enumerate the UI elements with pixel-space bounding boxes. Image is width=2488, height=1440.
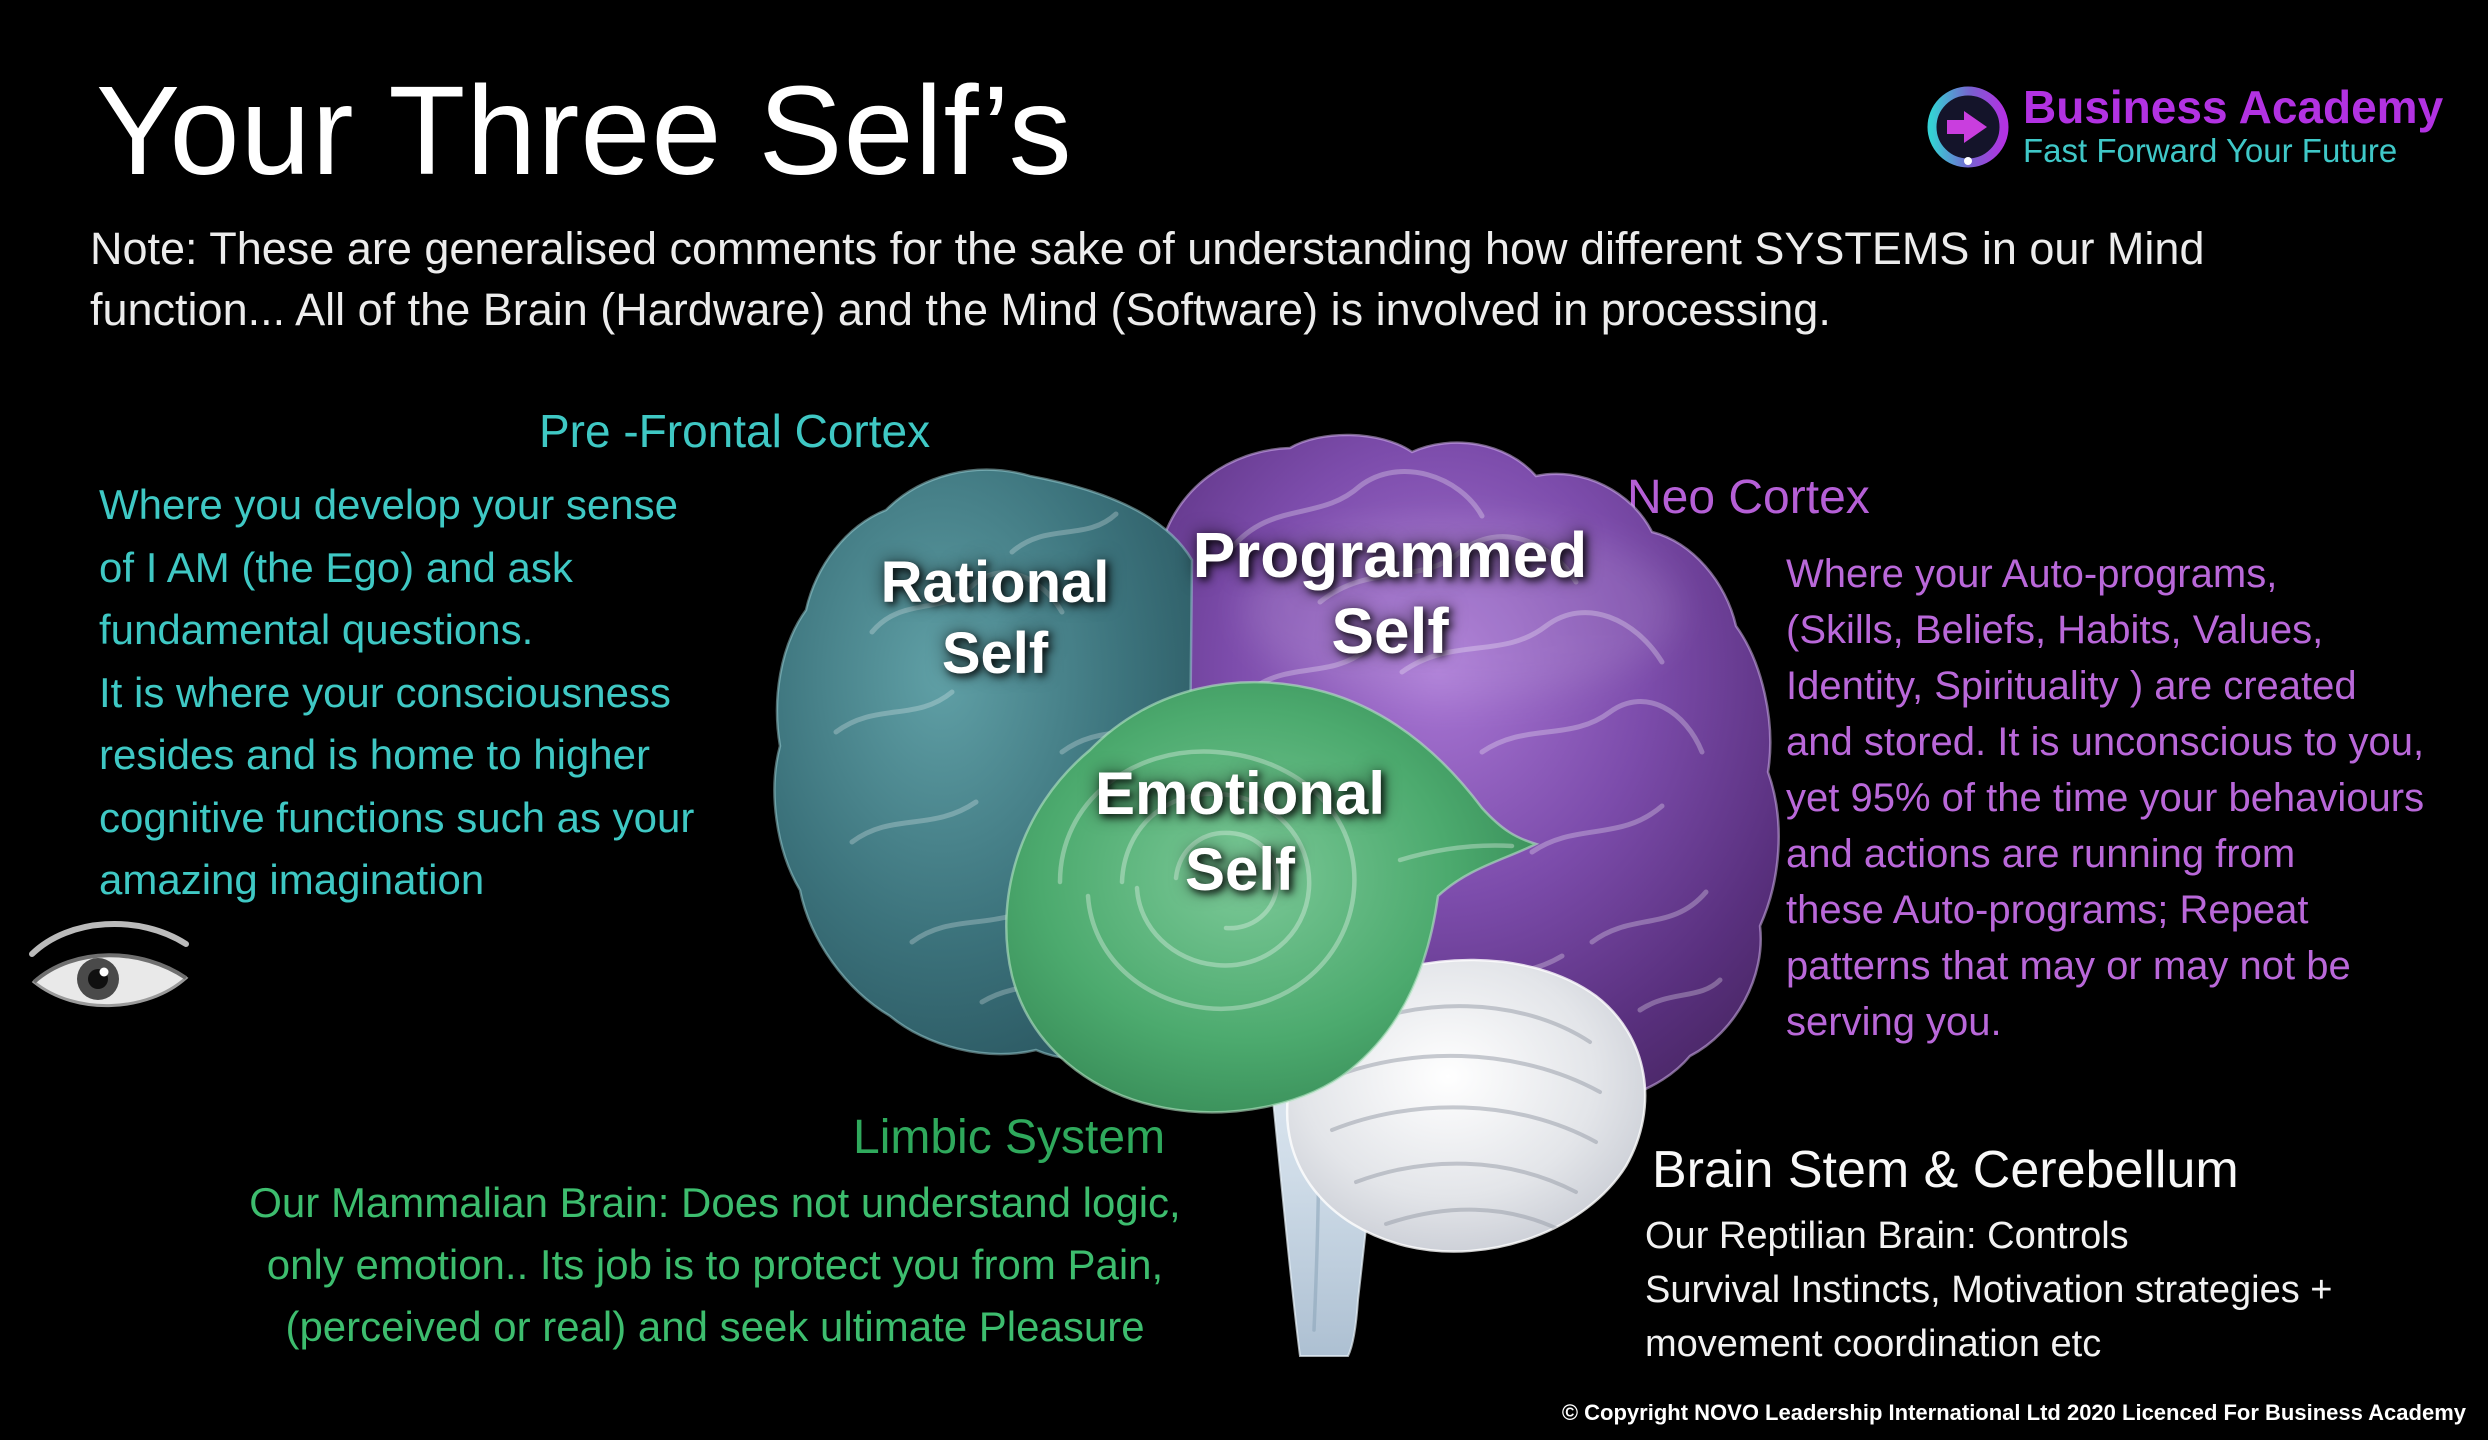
neo-cortex-description: Where your Auto-programs, (Skills, Belie… [1786,552,2425,1044]
circle-arrow-right-icon [1927,86,2009,168]
limbic-system-region [1005,680,1540,1114]
logo-text: Business Academy Fast Forward Your Futur… [2023,84,2443,171]
brain-stem-cerebellum-description: Our Reptilian Brain: Controls Survival I… [1645,1215,2333,1365]
slide-note: Note: These are generalised comments for… [90,223,2205,336]
eye-icon [29,921,189,1007]
prefrontal-cortex-description: Where you develop your sense of I AM (th… [99,481,695,904]
neo-cortex-label: Neo Cortex [1627,471,1870,524]
brain-diagram [773,433,1780,1357]
prefrontal-cortex-label: Pre -Frontal Cortex [539,405,931,457]
logo-name: Business Academy [2023,81,2444,133]
business-academy-logo: Business Academy Fast Forward Your Futur… [1925,84,2443,171]
emotional-self-label: Emotional Self [1094,760,1385,903]
copyright-notice: © Copyright NOVO Leadership Internationa… [1561,1400,2466,1425]
limbic-system-description: Our Mammalian Brain: Does not understand… [249,1179,1181,1351]
programmed-self-label: Programmed Self [1192,519,1588,667]
rational-self-label: Rational Self [880,550,1110,686]
page-title: Your Three Self’s [96,60,1073,201]
brain-stem-cerebellum-label: Brain Stem & Cerebellum [1652,1141,2239,1199]
limbic-system-label: Limbic System [853,1111,1166,1164]
logo-tagline: Fast Forward Your Future [2023,131,2398,169]
